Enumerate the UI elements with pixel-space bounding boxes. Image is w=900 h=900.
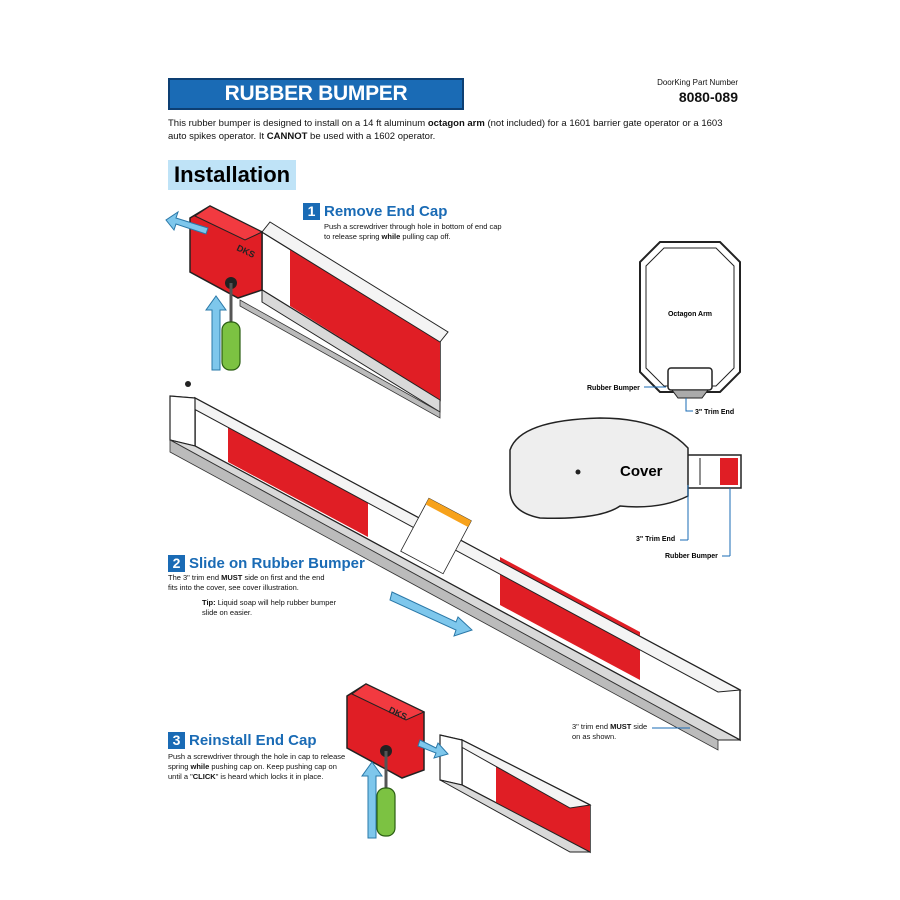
- step-3-number: 3: [168, 732, 185, 749]
- step-2-tip: Tip: Liquid soap will help rubber bumper…: [202, 598, 337, 617]
- push-up-arrow-icon: [205, 295, 227, 371]
- step1-arm: [239, 221, 449, 419]
- step-2-instructions: The 3" trim end MUST side on first and t…: [168, 573, 325, 592]
- push-arrow-icon: [417, 739, 449, 759]
- step3-arm: [439, 734, 592, 854]
- screwdriver-icon: [221, 283, 241, 371]
- step-3-title: Reinstall End Cap: [189, 732, 317, 749]
- part-number: 8080-089: [678, 89, 738, 105]
- screwdriver-icon: [376, 751, 396, 837]
- step3-end-cap: DKS: [346, 683, 426, 779]
- step2-arm: [169, 381, 742, 751]
- cover-bumper-label: Rubber Bumper: [665, 553, 718, 560]
- page-title: RUBBER BUMPER INSTALLATION: [168, 78, 464, 133]
- part-number-label: DoorKing Part Number: [657, 78, 738, 87]
- bumper-label: Rubber Bumper: [587, 385, 640, 392]
- step-1-title: Remove End Cap: [324, 203, 448, 220]
- step-2-number: 2: [168, 555, 185, 572]
- section-title: Installation: [168, 160, 296, 190]
- step-3-instructions: Push a screwdriver through the hole in c…: [168, 752, 346, 781]
- cover-trim-end-label: 3" Trim End: [636, 536, 675, 543]
- trim-end-label: 3" Trim End: [695, 409, 734, 416]
- step-1-number: 1: [303, 203, 320, 220]
- step1-end-cap: DKS: [189, 205, 264, 299]
- svg-text:Cover: Cover: [620, 463, 663, 480]
- svg-text:Octagon Arm: Octagon Arm: [668, 311, 712, 318]
- step-2-title: Slide on Rubber Bumper: [189, 555, 365, 572]
- cover-illustration: Cover: [509, 417, 742, 557]
- octagon-arm-section: Octagon Arm: [639, 241, 741, 412]
- slide-arrow-icon: [389, 591, 473, 637]
- push-up-arrow-icon: [361, 761, 383, 839]
- trim-end-note: 3" trim end MUST side on as shown.: [572, 722, 648, 741]
- pull-arrow-icon: [165, 210, 209, 235]
- intro-paragraph: This rubber bumper is designed to instal…: [168, 118, 723, 142]
- step-1-instructions: Push a screwdriver through hole in botto…: [324, 222, 502, 241]
